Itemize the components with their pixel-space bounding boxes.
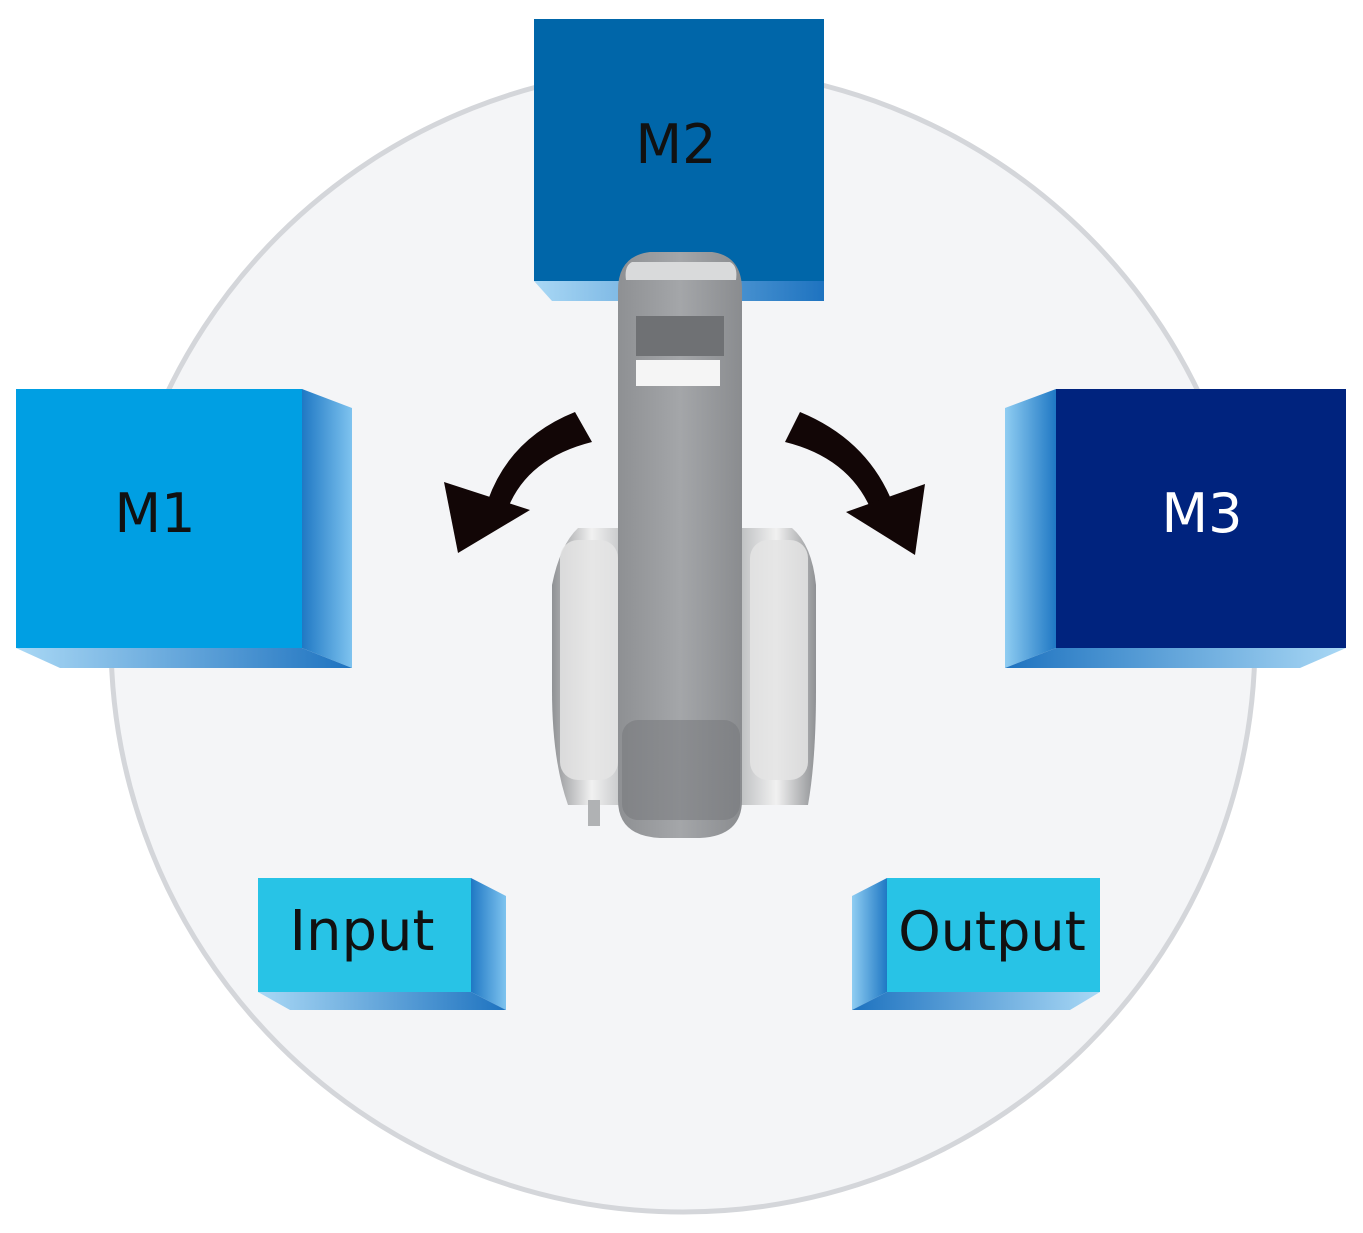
robot-arm-slot-dark [636,316,724,356]
station-m1-bottom-face [16,648,352,668]
robot-arm-tip-highlight [625,262,737,280]
robot-arm-shadow [622,720,740,820]
rotate-left-arrow-icon [444,412,592,553]
station-m3-bottom-face [1005,648,1346,668]
station-m1: M1 [16,389,352,668]
robot-base-left-highlight [560,540,618,780]
robot-connector [588,800,600,826]
robot-base-right-highlight [750,540,808,780]
rotate-right-arrow-icon [785,412,925,555]
station-m1-face [16,389,302,648]
station-m3-face [1056,389,1346,648]
station-m3-side-face [1005,389,1056,668]
robot-arm [618,252,742,838]
station-m3: M3 [1005,389,1346,668]
station-input-face [258,878,471,992]
station-output-bottom-face [852,992,1100,1010]
station-input-bottom-face [258,992,506,1010]
station-output-side-face [852,878,887,1010]
station-input: Input [258,878,506,1010]
station-output: Output [852,878,1100,1010]
station-output-label: Output [898,900,1086,963]
robot-arm-slot-light [636,360,720,386]
station-m3-label: M3 [1162,482,1243,545]
station-m1-label: M1 [115,482,196,545]
station-m2: M2 [534,19,824,301]
station-input-label: Input [289,899,434,964]
station-input-side-face [471,878,506,1010]
station-output-face [887,878,1100,992]
station-m1-side-face [302,389,352,668]
robot-arm-icon [552,252,816,838]
station-m2-face [534,19,824,281]
station-m2-label: M2 [636,113,717,176]
